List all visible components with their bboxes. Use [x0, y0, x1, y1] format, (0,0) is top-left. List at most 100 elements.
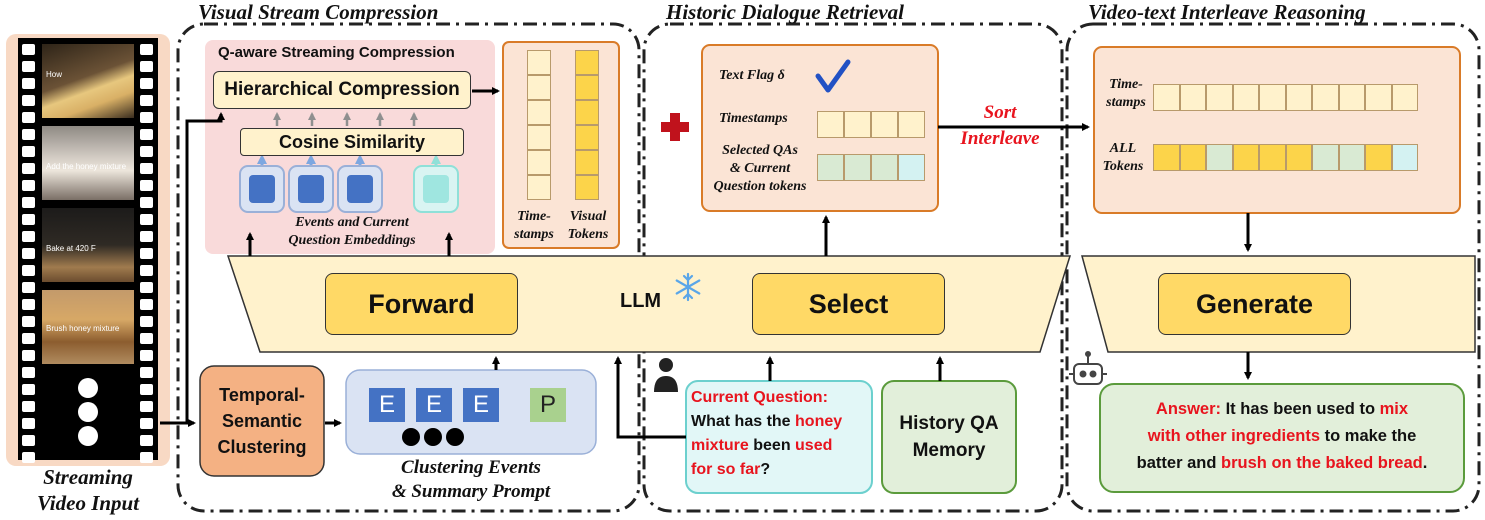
frame-caption: Bake at 420 F: [46, 244, 96, 253]
sprocket-hole: [140, 61, 153, 72]
answer-text: Answer: It has been used to mix with oth…: [1136, 400, 1428, 472]
sprocket-hole: [22, 231, 35, 242]
embedding-boxes: [239, 165, 459, 213]
timestamp-token: [1179, 84, 1206, 111]
cosine-similarity-box: Cosine Similarity: [240, 128, 464, 156]
q-aware-title: Q-aware Streaming Compression: [218, 44, 455, 61]
sprocket-hole: [22, 367, 35, 378]
sprocket-hole: [140, 384, 153, 395]
sprocket-hole: [22, 299, 35, 310]
plus-icon: [661, 113, 689, 141]
sprocket-hole: [140, 435, 153, 446]
sprocket-hole: [22, 129, 35, 140]
history-memory-label: History QA Memory: [899, 413, 999, 461]
sprocket-hole: [140, 299, 153, 310]
timestamp-token: [1153, 84, 1180, 111]
interleaved-token: [1232, 144, 1259, 171]
sprocket-hole: [140, 282, 153, 293]
timestamp-token: [1285, 84, 1312, 111]
robot-icon: [1069, 351, 1107, 385]
history-memory-box: [881, 380, 1017, 494]
video-frame-4: Brush honey mixture: [42, 290, 134, 364]
timestamp-token: [1232, 84, 1259, 111]
section-frame-reasoning: [1065, 22, 1481, 513]
visual-token: [575, 75, 599, 100]
sprocket-hole: [140, 367, 153, 378]
temporal-clustering-box: [199, 365, 325, 477]
visual-token: [575, 125, 599, 150]
sprocket-hole: [22, 112, 35, 123]
section-title-retrieval: Historic Dialogue Retrieval: [666, 0, 904, 24]
sprocket-hole: [140, 231, 153, 242]
reasoning-panel: [1093, 46, 1461, 214]
sprocket-hole: [140, 197, 153, 208]
sprocket-hole: [22, 452, 35, 463]
video-frame-2: Add the honey mixture: [42, 126, 134, 200]
retrieval-timestamps-label: Timestamps: [719, 111, 788, 126]
answer-box: [1099, 383, 1465, 493]
sprocket-hole: [140, 401, 153, 412]
timestamp-token: [527, 100, 551, 125]
timestamp-token: [527, 125, 551, 150]
section-title-compression: Visual Stream Compression: [198, 0, 439, 24]
frame-caption: Add the honey mixture: [46, 162, 127, 171]
clustering-caption: Clustering Events & Summary Prompt: [391, 457, 551, 502]
sprocket-hole: [140, 452, 153, 463]
sprocket-hole: [22, 384, 35, 395]
timestamp-token: [1338, 84, 1365, 111]
hierarchical-compression-box: Hierarchical Compression: [213, 71, 471, 109]
timestamp-token: [527, 75, 551, 100]
sprocket-hole: [22, 180, 35, 191]
ellipsis-dots: [402, 428, 464, 446]
event-token: E: [369, 388, 405, 422]
section-frame-retrieval: [642, 22, 1064, 513]
generate-block: Generate: [1158, 273, 1351, 335]
sprocket-hole: [140, 163, 153, 174]
prompt-token: P: [530, 388, 566, 422]
visual-token: [575, 100, 599, 125]
sprocket-hole: [22, 95, 35, 106]
video-frame-3: Bake at 420 F: [42, 208, 134, 282]
temporal-clustering-label: Temporal- Semantic Clustering: [217, 385, 307, 457]
sprocket-hole: [140, 180, 153, 191]
frame-caption: Brush honey mixture: [46, 324, 120, 333]
film-last-frame-dots: [78, 378, 98, 446]
interleaved-token: [1312, 144, 1339, 171]
reasoning-all-tokens-label: ALL Tokens: [1102, 141, 1144, 174]
section-title-reasoning: Video-text Interleave Reasoning: [1088, 0, 1366, 24]
sprocket-hole: [140, 146, 153, 157]
sprocket-hole: [140, 418, 153, 429]
sprocket-hole: [22, 163, 35, 174]
sprocket-hole: [22, 282, 35, 293]
selected-qa-label: Selected QAs & Current Question tokens: [713, 143, 807, 194]
interleaved-token: [1206, 144, 1233, 171]
reasoning-timestamps-label: Time- stamps: [1106, 77, 1146, 110]
timestamp-token: [1312, 84, 1339, 111]
event-token: E: [416, 388, 452, 422]
video-input-label: Streaming Video Input: [36, 465, 140, 515]
sprocket-hole: [22, 146, 35, 157]
sprocket-hole: [140, 350, 153, 361]
sprocket-hole: [140, 316, 153, 327]
timestamp-token: [1365, 84, 1392, 111]
sprocket-hole: [140, 95, 153, 106]
sprocket-hole: [22, 316, 35, 327]
sprocket-hole: [140, 214, 153, 225]
sprocket-hole: [22, 265, 35, 276]
visual-token: [575, 150, 599, 175]
interleaved-token: [1179, 144, 1206, 171]
sprocket-hole: [22, 61, 35, 72]
interleaved-token: [1391, 144, 1418, 171]
snowflake-icon: [675, 272, 701, 302]
timestamp-token: [1206, 84, 1233, 111]
timestamp-token: [527, 175, 551, 200]
visual-token: [575, 175, 599, 200]
sprocket-hole: [140, 333, 153, 344]
user-icon: [654, 358, 678, 392]
sprocket-hole: [140, 129, 153, 140]
forward-block: Forward: [325, 273, 518, 335]
sprocket-hole: [22, 333, 35, 344]
sprocket-hole: [22, 44, 35, 55]
embeddings-caption: Events and Current Question Embeddings: [288, 215, 416, 248]
current-question-text: Current Question: What has the honey mix…: [691, 389, 843, 478]
